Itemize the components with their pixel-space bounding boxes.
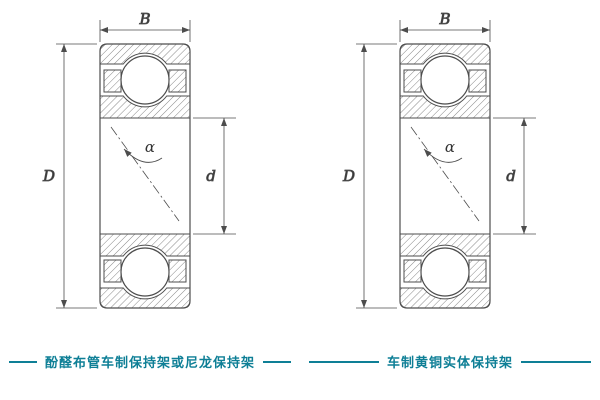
- arrowhead: [521, 118, 527, 126]
- contact-angle-arc: [423, 148, 463, 163]
- arrowhead: [182, 27, 190, 33]
- ball-top: [420, 55, 470, 105]
- label-alpha: α: [445, 138, 455, 156]
- figure-right: B D d: [300, 0, 600, 400]
- arrowhead: [100, 27, 108, 33]
- arrowhead: [124, 149, 132, 157]
- caption-text: 车制黄铜实体保持架: [387, 355, 514, 370]
- arrowhead: [361, 300, 367, 308]
- contact-angle-arc: [123, 148, 163, 163]
- outer-ring-bottom: [99, 287, 191, 309]
- caption-text: 酚醛布管车制保持架或尼龙保持架: [45, 355, 256, 370]
- cage-bottom-right: [168, 259, 187, 283]
- figure-left: B D d: [9, 10, 292, 371]
- arrowhead: [400, 27, 408, 33]
- cage-bottom-left: [403, 259, 422, 283]
- cage-bottom-right: [468, 259, 487, 283]
- label-B: B: [438, 10, 450, 28]
- arrowhead: [221, 118, 227, 126]
- arrowhead: [61, 44, 67, 52]
- bearing-drawing-right: B D d: [342, 10, 536, 309]
- contact-angle-line: [110, 126, 180, 222]
- outer-ring-top: [399, 43, 491, 65]
- arrowhead: [61, 300, 67, 308]
- arrowhead: [424, 149, 432, 157]
- label-D: D: [342, 167, 355, 185]
- dim-outer-diameter-D: D: [42, 43, 97, 309]
- caption-rule-left: [9, 360, 37, 363]
- dim-bore-diameter-d: d: [493, 117, 536, 235]
- bearing-body: α: [399, 43, 491, 309]
- cage-top-right: [168, 69, 187, 93]
- outer-ring-top: [99, 43, 191, 65]
- dim-width-B: B: [99, 10, 191, 42]
- inner-ring-bottom: [99, 233, 191, 257]
- label-d: d: [206, 167, 216, 185]
- arrowhead: [482, 27, 490, 33]
- cage-bottom-left: [103, 259, 122, 283]
- cage-top-left: [403, 69, 422, 93]
- inner-ring-bottom: [399, 233, 491, 257]
- inner-ring-top: [99, 95, 191, 119]
- arrowhead: [521, 226, 527, 234]
- ball-top: [120, 55, 170, 105]
- bearing-body: α: [99, 43, 191, 309]
- arrowhead: [221, 226, 227, 234]
- figure-caption-left: 酚醛布管车制保持架或尼龙保持架: [9, 352, 292, 371]
- caption-rule-right: [263, 360, 292, 363]
- label-alpha: α: [145, 138, 155, 156]
- inner-ring-top: [399, 95, 491, 119]
- contact-angle-line: [410, 126, 480, 222]
- cage-top-right: [468, 69, 487, 93]
- ball-bottom: [420, 247, 470, 297]
- caption-rule-right: [521, 360, 592, 363]
- arrowhead: [361, 44, 367, 52]
- dim-bore-diameter-d: d: [193, 117, 236, 235]
- label-D: D: [42, 167, 55, 185]
- bearing-drawing-left: B D d: [42, 10, 236, 309]
- figure-caption-right: 车制黄铜实体保持架: [309, 352, 592, 371]
- ball-bottom: [120, 247, 170, 297]
- caption-rule-left: [309, 360, 379, 363]
- label-B: B: [138, 10, 150, 28]
- dim-width-B: B: [399, 10, 491, 42]
- dim-outer-diameter-D: D: [342, 43, 397, 309]
- outer-ring-bottom: [399, 287, 491, 309]
- label-d: d: [506, 167, 516, 185]
- cage-top-left: [103, 69, 122, 93]
